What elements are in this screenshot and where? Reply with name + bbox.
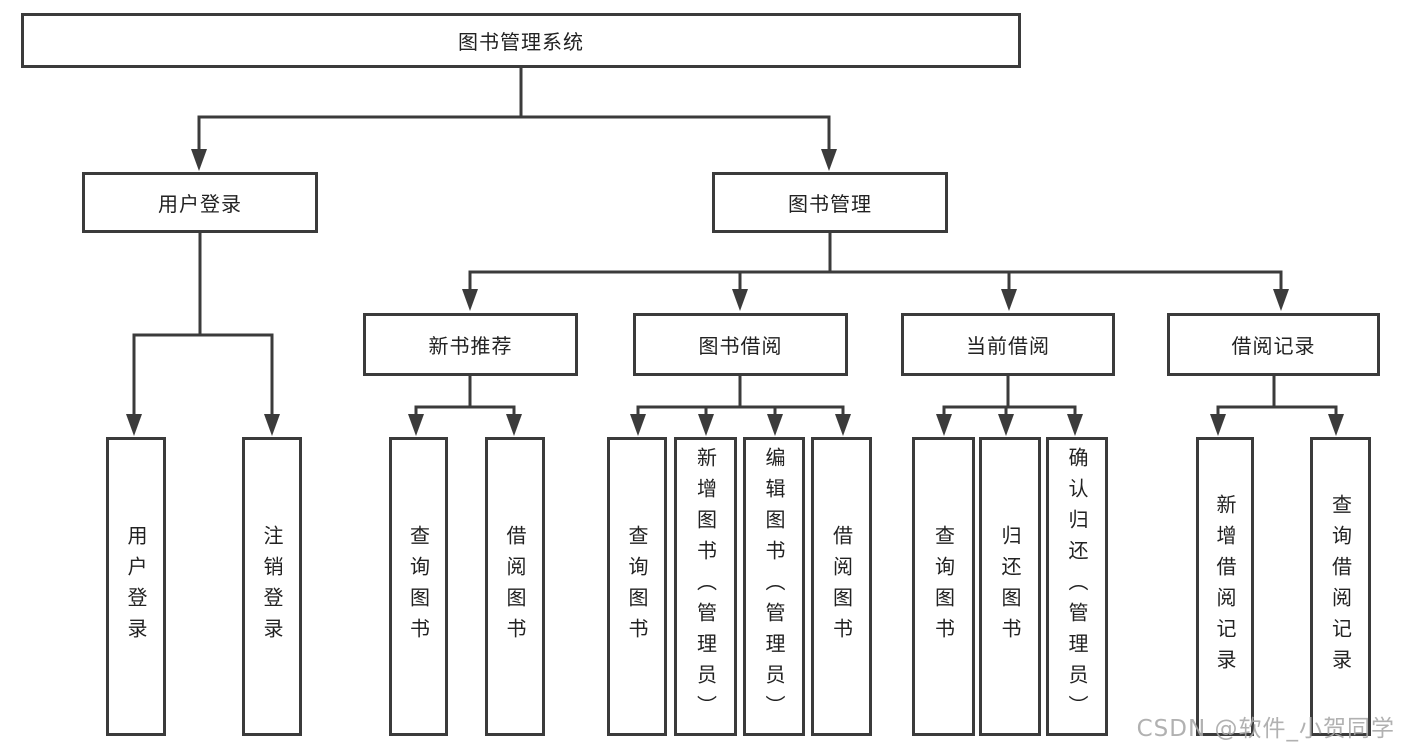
node-leaf-cb-confirm-return: 确认归还（管理员） [1046,437,1108,736]
arrowhead-down-icon [835,414,851,436]
leaf-label: 注销登录 [260,524,284,649]
node-borrowing-records: 借阅记录 [1167,313,1380,376]
node-new-book-recommend: 新书推荐 [363,313,578,376]
node-root: 图书管理系统 [21,13,1021,68]
node-login-group: 用户登录 [82,172,318,233]
leaf-label: 借阅图书 [829,524,854,649]
arrowhead-down-icon [408,414,424,436]
node-borrowing-records-label: 借阅记录 [1231,334,1316,358]
node-leaf-bb-borrow-books: 借阅图书 [811,437,872,736]
arrowhead-down-icon [1210,414,1226,436]
node-root-label: 图书管理系统 [458,30,584,54]
arrowhead-down-icon [191,149,207,171]
node-leaf-nbr-query-books: 查询图书 [389,437,448,736]
leaf-label: 查询图书 [406,524,431,649]
node-leaf-bb-query-books: 查询图书 [607,437,667,736]
node-login-group-label: 用户登录 [158,192,242,216]
leaf-label: 编辑图书（管理员） [762,447,786,726]
leaf-label: 查询图书 [931,524,956,649]
arrowhead-down-icon [1001,289,1017,311]
arrowhead-down-icon [1273,289,1289,311]
leaf-label: 借阅图书 [503,524,527,649]
csdn-watermark: CSDN @软件_小贺同学 [1136,716,1395,742]
node-leaf-br-add-record: 新增借阅记录 [1196,437,1254,736]
arrowhead-down-icon [462,289,478,311]
node-book-management: 图书管理 [712,172,948,233]
leaf-label: 新增图书（管理员） [693,447,718,726]
arrowhead-down-icon [1067,414,1083,436]
arrowhead-down-icon [506,414,522,436]
arrowhead-down-icon [998,414,1014,436]
arrowhead-down-icon [936,414,952,436]
arrowhead-down-icon [630,414,646,436]
node-leaf-cb-query-books: 查询图书 [912,437,975,736]
node-book-borrowing: 图书借阅 [633,313,848,376]
node-current-borrowing-label: 当前借阅 [966,334,1050,358]
node-new-book-recommend-label: 新书推荐 [428,334,513,358]
node-book-management-label: 图书管理 [788,192,872,216]
node-leaf-bb-add-books: 新增图书（管理员） [674,437,737,736]
node-leaf-logout: 注销登录 [242,437,302,736]
node-leaf-cb-return-books: 归还图书 [979,437,1041,736]
arrowhead-down-icon [732,289,748,311]
arrowhead-down-icon [1328,414,1344,436]
node-leaf-nbr-borrow-books: 借阅图书 [485,437,545,736]
leaf-label: 查询图书 [625,524,649,649]
leaf-label: 归还图书 [998,524,1022,649]
arrowhead-down-icon [767,414,783,436]
node-leaf-bb-edit-books: 编辑图书（管理员） [743,437,805,736]
leaf-label: 新增借阅记录 [1213,493,1237,680]
leaf-label: 确认归还（管理员） [1065,447,1089,726]
leaf-label: 查询借阅记录 [1328,493,1353,680]
node-book-borrowing-label: 图书借阅 [698,334,783,358]
node-leaf-br-query-record: 查询借阅记录 [1310,437,1371,736]
arrowhead-down-icon [126,414,142,436]
leaf-label: 用户登录 [124,524,148,649]
arrowhead-down-icon [821,149,837,171]
node-leaf-user-login: 用户登录 [106,437,166,736]
arrowhead-down-icon [698,414,714,436]
arrowhead-down-icon [264,414,280,436]
node-current-borrowing: 当前借阅 [901,313,1115,376]
